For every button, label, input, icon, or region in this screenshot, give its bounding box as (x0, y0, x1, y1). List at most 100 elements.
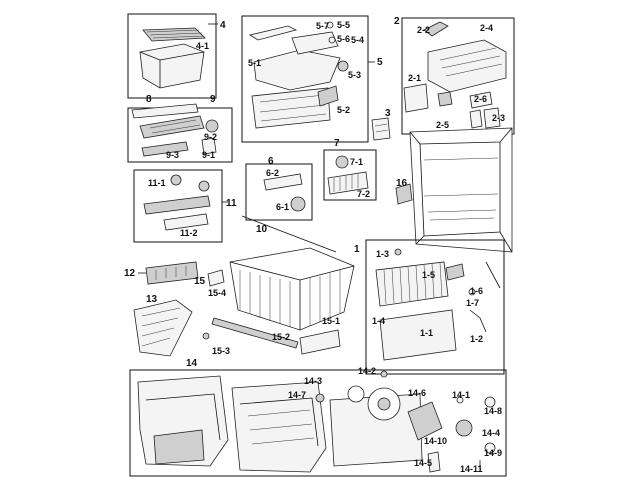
callout-9-1: 9-1 (202, 150, 215, 160)
part-9-2-fan[interactable] (205, 119, 219, 133)
callout-2-2: 2-2 (417, 25, 430, 35)
part-4-1-bin[interactable] (139, 43, 205, 89)
part-7-1-knob[interactable] (335, 155, 349, 169)
callout-15-4: 15-4 (208, 288, 226, 298)
part-1-6-clip[interactable] (468, 288, 476, 296)
part-13-grille[interactable] (133, 299, 193, 357)
part-5-5-screw[interactable] (326, 21, 334, 29)
part-14-2-screw[interactable] (380, 370, 388, 378)
callout-15: 15 (194, 276, 206, 287)
group-6-box (245, 163, 313, 221)
part-5-1-drawer[interactable] (253, 49, 341, 91)
part-2-6-ice-tray[interactable] (427, 39, 507, 93)
callout-6-2: 6-2 (266, 168, 279, 178)
part-14-1-screw[interactable] (456, 396, 464, 404)
part-6-2-rail[interactable] (263, 173, 303, 191)
part-15-1-basket[interactable] (229, 247, 355, 331)
part-15-2-rail[interactable] (211, 317, 299, 349)
part-2-5-motor[interactable] (437, 91, 453, 107)
part-1-2-wire[interactable] (469, 309, 487, 333)
part-5-1-drawer-front[interactable] (251, 87, 331, 129)
callout-14-11: 14-11 (460, 464, 483, 474)
part-3-panel[interactable] (371, 117, 391, 141)
callout-7: 7 (334, 138, 340, 149)
group-5-crisper: 5-7 5-5 5-6 5-4 5-1 5-3 5-2 5 (241, 15, 383, 143)
callout-9: 9 (210, 94, 216, 105)
part-11-1-gear[interactable] (170, 174, 182, 186)
part-5-6-cap[interactable] (328, 36, 336, 44)
part-2-1-housing[interactable] (403, 83, 429, 113)
callout-5-1: 5-1 (248, 58, 261, 68)
callout-10: 10 (256, 224, 268, 235)
callout-15-3: 15-3 (212, 346, 230, 356)
part-5-3-knob[interactable] (337, 60, 349, 72)
part-5-cover[interactable] (291, 31, 339, 55)
part-2-bracket[interactable] (469, 91, 493, 109)
callout-8: 8 (146, 94, 152, 105)
part-1-3-fuse[interactable] (394, 248, 402, 256)
group-5-box (241, 15, 369, 143)
callout-7-1: 7-1 (350, 157, 363, 167)
part-9-3-bracket[interactable] (141, 141, 189, 157)
part-15-3-screw[interactable] (202, 332, 210, 340)
part-5-2-guide[interactable] (317, 85, 339, 107)
callout-1-6: 1-6 (470, 286, 483, 296)
part-14-9-screw[interactable] (484, 442, 496, 454)
cabinet-outline (409, 127, 513, 253)
callout-5: 5 (377, 57, 383, 68)
part-6-1-damper[interactable] (290, 196, 306, 212)
part-1-5-sensor[interactable] (445, 263, 465, 281)
part-1-4-evaporator[interactable] (375, 261, 449, 307)
part-2-5-clip[interactable] (469, 109, 483, 129)
group-3-panel: 3 (371, 108, 391, 141)
callout-7-2: 7-2 (357, 189, 370, 199)
part-14-door-left-panel[interactable] (153, 429, 205, 465)
part-1-7-tube[interactable] (485, 261, 501, 289)
callout-14-3: 14-3 (304, 376, 322, 386)
part-11-knob[interactable] (198, 180, 210, 192)
callout-11-2: 11-2 (180, 228, 198, 238)
part-14-8-screw[interactable] (484, 396, 496, 408)
group-7: 7 7-1 7-2 (323, 138, 377, 201)
callout-16: 16 (396, 178, 408, 189)
part-14-10-motor[interactable] (407, 401, 443, 441)
part-9-1-clip[interactable] (201, 137, 217, 155)
callout-2-3: 2-3 (492, 113, 505, 123)
part-14-3-fan-blade[interactable] (347, 385, 365, 403)
callout-5-4: 5-4 (351, 35, 364, 45)
callout-14-7: 14-7 (288, 390, 306, 400)
callout-15-2: 15-2 (272, 332, 290, 342)
part-12-control[interactable] (145, 261, 199, 285)
callout-5-2: 5-2 (337, 105, 350, 115)
callout-2-6: 2-6 (474, 94, 487, 104)
part-1-1-cover[interactable] (379, 309, 457, 361)
callout-5-6: 5-6 (337, 34, 350, 44)
group-14-box (129, 369, 507, 477)
part-14-4-motor-cap[interactable] (455, 419, 473, 437)
part-14-5-bracket[interactable] (427, 451, 441, 473)
part-14-7-nut[interactable] (315, 393, 325, 403)
group-12-13: 12 13 (124, 261, 199, 357)
group-11-box (133, 169, 223, 243)
part-8-cover[interactable] (131, 103, 199, 119)
fridge-cabinet: 16 (395, 127, 513, 253)
part-14-6-fan-hub[interactable] (377, 397, 391, 411)
part-11-bar[interactable] (143, 195, 211, 215)
group-4-box (127, 13, 217, 99)
part-15-guide[interactable] (299, 329, 341, 355)
callout-4-1: 4-1 (196, 41, 209, 51)
callout-12: 12 (124, 268, 136, 279)
part-16-hinge[interactable] (395, 183, 413, 205)
part-5-7-rail[interactable] (248, 25, 298, 41)
part-11-2-rail[interactable] (163, 213, 209, 231)
callout-14-10: 14-10 (424, 436, 447, 446)
group-11: 11-1 11-2 11 (133, 169, 237, 243)
part-2-2-lever[interactable] (423, 21, 449, 37)
part-10-rod[interactable] (241, 215, 337, 253)
part-2-3-cover[interactable] (483, 107, 501, 129)
callout-15-1: 15-1 (322, 316, 340, 326)
part-9-panel[interactable] (139, 115, 205, 139)
callout-1-7: 1-7 (466, 298, 479, 308)
callout-5-3: 5-3 (348, 70, 361, 80)
part-15-clip[interactable] (207, 269, 225, 287)
